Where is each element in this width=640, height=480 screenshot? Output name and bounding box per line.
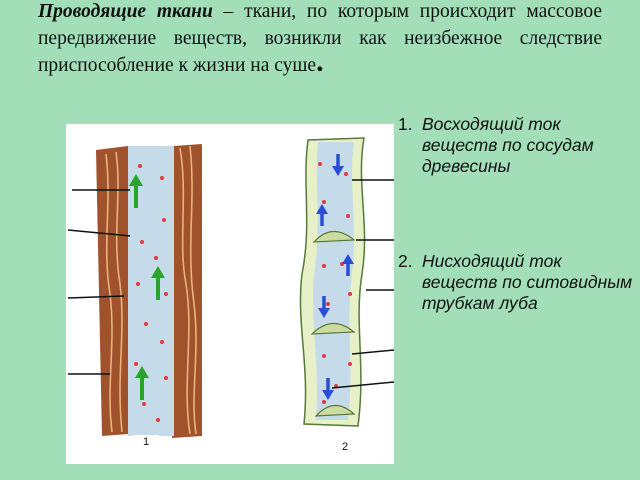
xylem-vessel (67, 144, 202, 438)
sieve-plate (312, 230, 356, 243)
list-item-number: 1. (398, 114, 413, 134)
intro-term: Проводящие ткани (38, 1, 213, 22)
down-arrow-icon (318, 296, 330, 318)
vessel-leader-lines (67, 189, 131, 375)
tissue-figure: 1 2 (66, 124, 394, 464)
up-arrow-icon (135, 366, 149, 400)
down-arrow-icon (322, 378, 334, 400)
up-arrow-icon (342, 254, 354, 276)
intro-dash: – (212, 1, 245, 22)
transport-list: 1. Восходящий ток веществ по сосудам дре… (398, 114, 636, 314)
list-item-text: Восходящий ток веществ по сосудам древес… (422, 114, 594, 176)
figure-label-2: 2 (332, 440, 358, 454)
vessel-particles (134, 164, 168, 422)
sieve-plate (314, 404, 356, 417)
down-arrow-icon (332, 154, 344, 176)
intro-end: . (316, 45, 324, 78)
vessel-wood-grain (105, 145, 197, 435)
sieve-tube (299, 137, 394, 427)
list-item-text: Нисходящий ток веществ по ситовидным тру… (422, 251, 633, 313)
figure-label-1: 1 (133, 435, 159, 449)
list-item: 2. Нисходящий ток веществ по ситовидным … (398, 251, 636, 314)
tissue-illustration (67, 137, 394, 438)
list-item-number: 2. (398, 251, 413, 271)
up-arrow-icon (151, 266, 165, 300)
intro-body: ткани, по которым происходит массовое пе… (38, 1, 602, 76)
intro-paragraph: Проводящие ткани – ткани, по которым про… (38, 0, 602, 79)
sieve-leader-lines (331, 179, 394, 389)
sieve-plate (310, 322, 356, 335)
up-arrow-icon (316, 204, 328, 226)
sieve-tube-lumen (313, 142, 354, 420)
up-arrow-icon (129, 174, 143, 208)
list-item: 1. Восходящий ток веществ по сосудам дре… (398, 114, 636, 177)
